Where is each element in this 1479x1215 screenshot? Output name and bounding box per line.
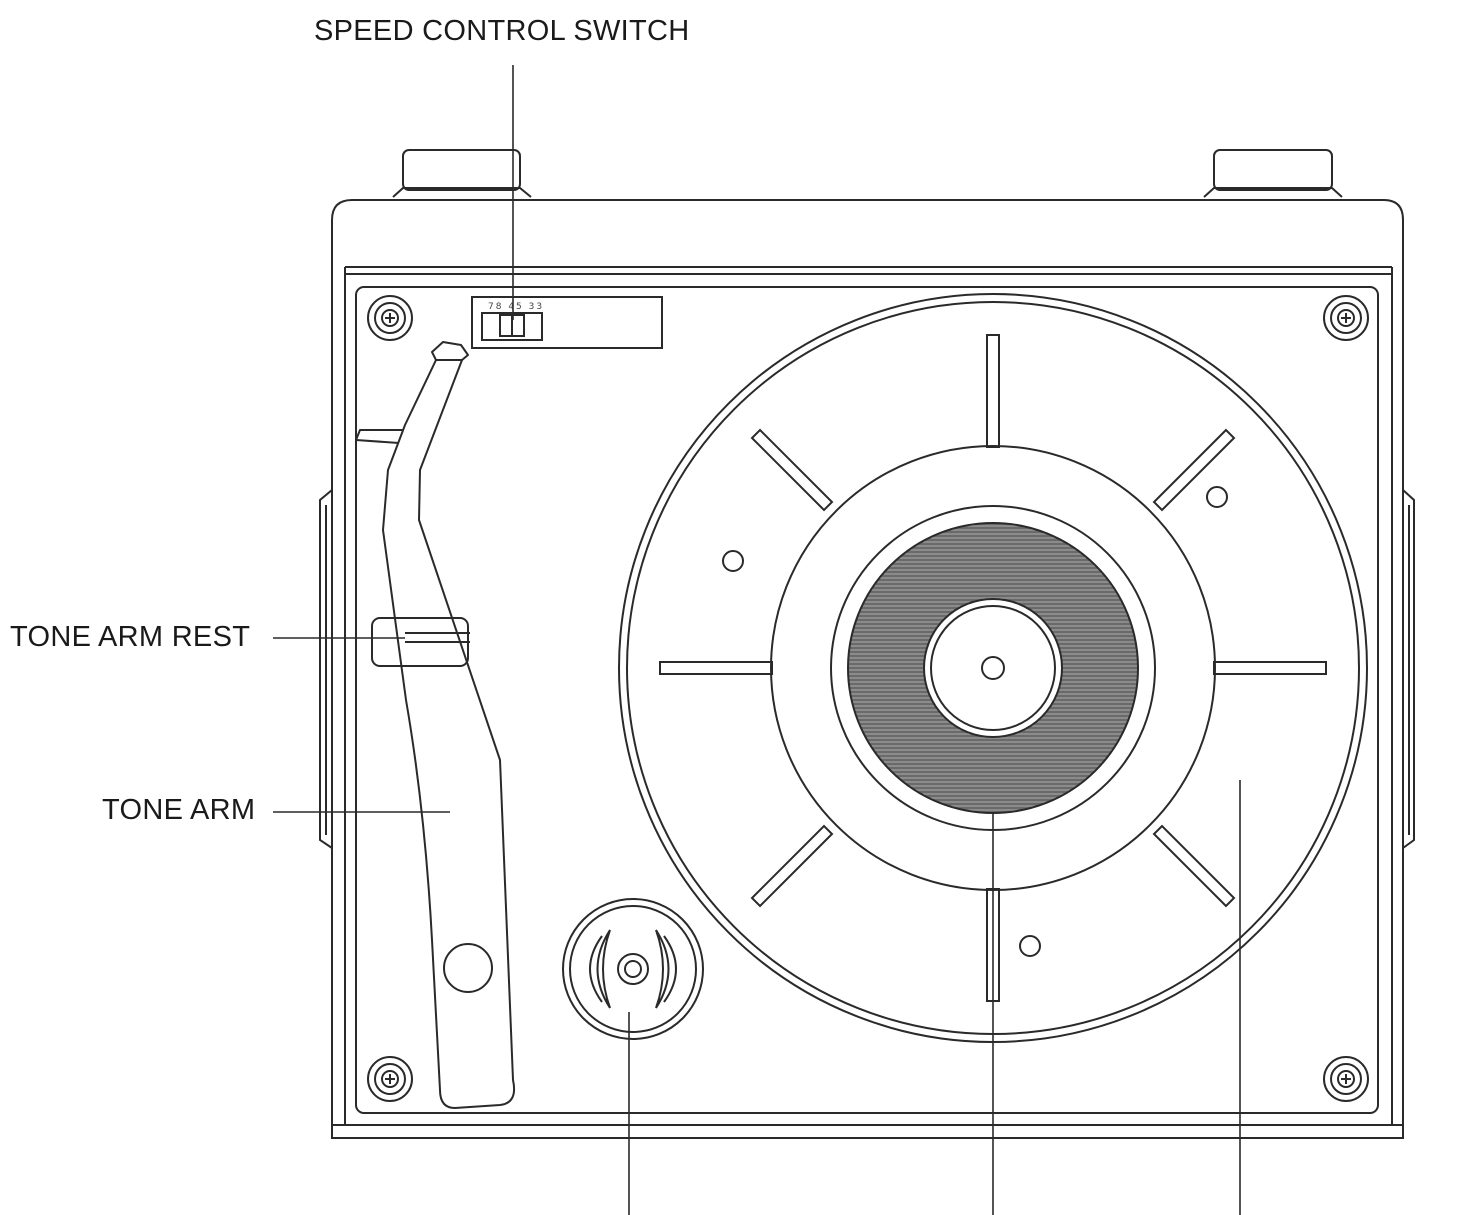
leader-lines (273, 65, 1241, 1215)
tone-arm-label: TONE ARM (102, 794, 256, 826)
screw-top-left (367, 295, 413, 341)
screw-top-right (1323, 295, 1369, 341)
tone-arm-rest-label: TONE ARM REST (10, 621, 251, 653)
screw-bottom-left (367, 1056, 413, 1102)
45-rpm-adapter[interactable] (562, 898, 704, 1040)
tone-arm[interactable] (355, 341, 516, 1109)
spindle (981, 656, 1005, 680)
left-side-panel (319, 489, 333, 849)
top-right-foot (1203, 149, 1343, 198)
top-left-foot (392, 149, 532, 198)
speed-markings: 78 45 33 (488, 302, 544, 312)
platter-slots (659, 334, 1327, 1002)
top-plate (355, 286, 1379, 1114)
platter-hole-right (1206, 486, 1228, 508)
platter-hole-bottom (1019, 935, 1041, 957)
cabinet (331, 199, 1404, 1139)
record-label (923, 598, 1063, 738)
speed-control-switch[interactable] (471, 296, 663, 349)
platter-hole-left (722, 550, 744, 572)
screw-bottom-right (1323, 1056, 1369, 1102)
record-grooves (847, 522, 1139, 814)
right-side-panel (1402, 489, 1415, 849)
speed-control-switch-label: SPEED CONTROL SWITCH (314, 15, 690, 47)
